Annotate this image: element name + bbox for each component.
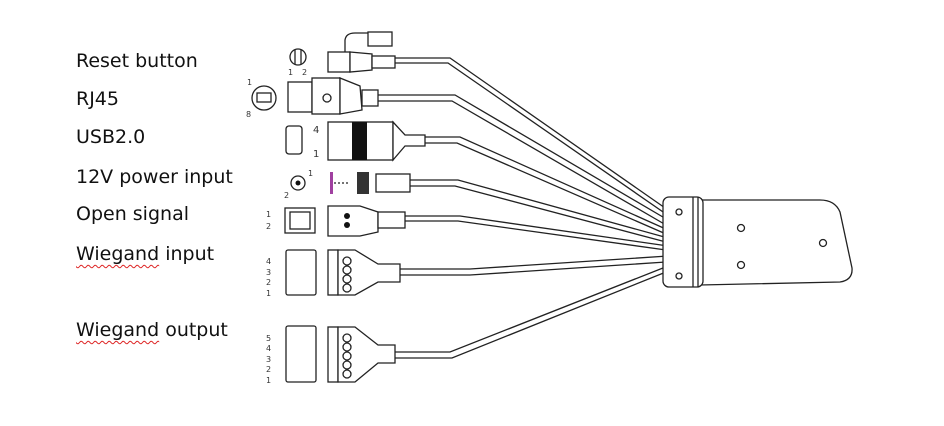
pin-label: 1 [247, 78, 252, 87]
label-usb: USB2.0 [76, 126, 146, 148]
pin-label: 8 [246, 110, 251, 119]
pin-label: 2 [266, 278, 271, 287]
pin-label: 3 [266, 355, 271, 364]
power-connector: 1 2 [284, 169, 411, 200]
label-reset-button: Reset button [76, 50, 198, 72]
pin-label: 4 [266, 257, 271, 266]
label-wiegand-input: Wiegand input [76, 245, 214, 264]
pin-label: 2 [284, 191, 289, 200]
pin-label: 3 [266, 268, 271, 277]
pin-label: 2 [266, 222, 271, 231]
pin-label: 2 [266, 365, 271, 374]
wiegand-output-connector: 5 4 3 2 1 [266, 325, 396, 385]
pin-label: 5 [266, 334, 271, 343]
usb-connector: 4 1 [285, 120, 426, 162]
cable-bracket [662, 196, 853, 288]
pin-label: 1 [288, 68, 293, 77]
cables [378, 57, 669, 359]
pin-label: 4 [266, 344, 271, 353]
label-power-input: 12V power input [76, 166, 233, 188]
label-open-signal: Open signal [76, 203, 189, 225]
wiegand-word: Wiegand [76, 319, 160, 341]
label-rj45: RJ45 [76, 88, 119, 110]
wiegand-word: Wiegand [76, 243, 160, 265]
wiegand-input-connector: 4 3 2 1 [266, 249, 401, 298]
pin-label: 1 [313, 149, 319, 160]
output-word: output [159, 319, 228, 341]
label-wiegand-output: Wiegand output [76, 321, 228, 340]
pin-label: 1 [266, 210, 271, 219]
reset-button-connector: 1 2 [288, 31, 396, 77]
pin-label: 1 [308, 169, 313, 178]
rj45-connector: 1 8 [246, 77, 379, 119]
pin-label: 2 [302, 68, 307, 77]
pin-label: 4 [313, 125, 319, 136]
pin-label: 1 [266, 376, 271, 385]
open-signal-connector: 1 2 [266, 205, 406, 237]
pin-label: 1 [266, 289, 271, 298]
input-word: input [159, 243, 215, 265]
